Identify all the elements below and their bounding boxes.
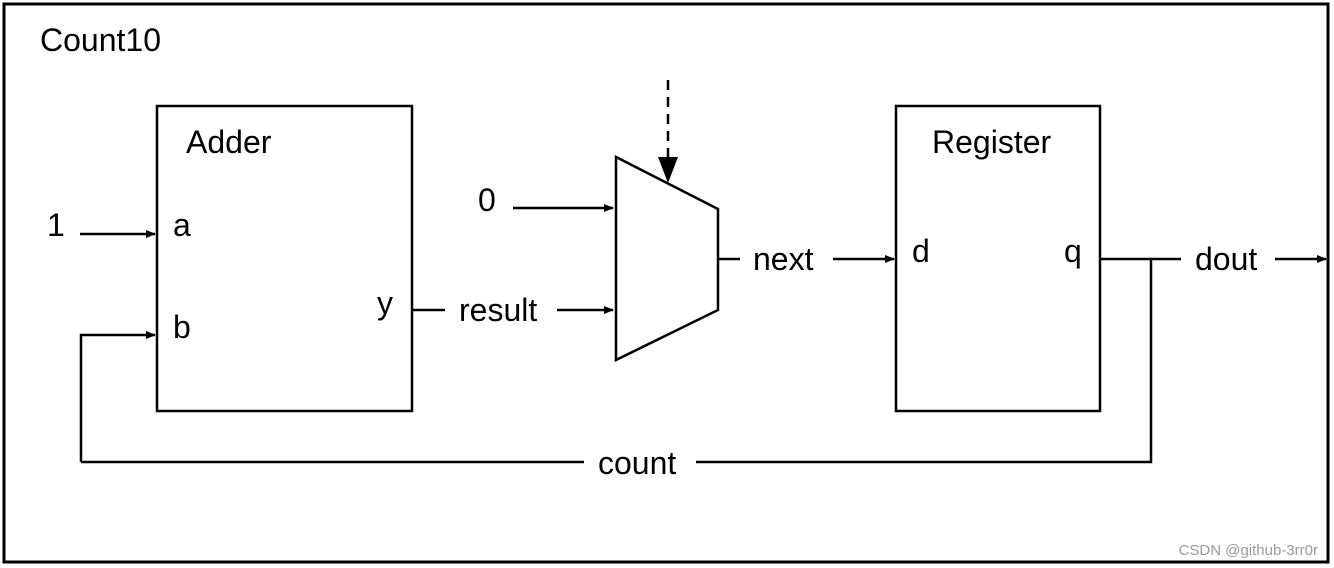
adder-title: Adder: [186, 124, 272, 160]
register-port-d: d: [912, 233, 930, 269]
adder-port-y: y: [377, 285, 393, 321]
wire-count-to-b: [79, 331, 156, 462]
register-title: Register: [932, 124, 1052, 160]
adder-block: [155, 104, 414, 413]
adder-port-a: a: [173, 207, 191, 243]
multiplexer: [614, 154, 720, 363]
result-label: result: [459, 292, 537, 328]
next-label: next: [753, 241, 814, 277]
count-label: count: [598, 445, 676, 481]
adder-port-b: b: [173, 309, 191, 345]
register-block: [894, 104, 1102, 413]
mux-select-arrowhead: [658, 157, 678, 183]
dout-label: dout: [1195, 241, 1257, 277]
watermark: CSDN @github-3rr0r: [1179, 542, 1318, 559]
diagram-title: Count10: [40, 22, 161, 58]
const-zero-label: 0: [478, 182, 496, 218]
const-one-label: 1: [47, 207, 65, 243]
wire-feedback-right: [696, 259, 1153, 464]
register-port-q: q: [1064, 233, 1082, 269]
